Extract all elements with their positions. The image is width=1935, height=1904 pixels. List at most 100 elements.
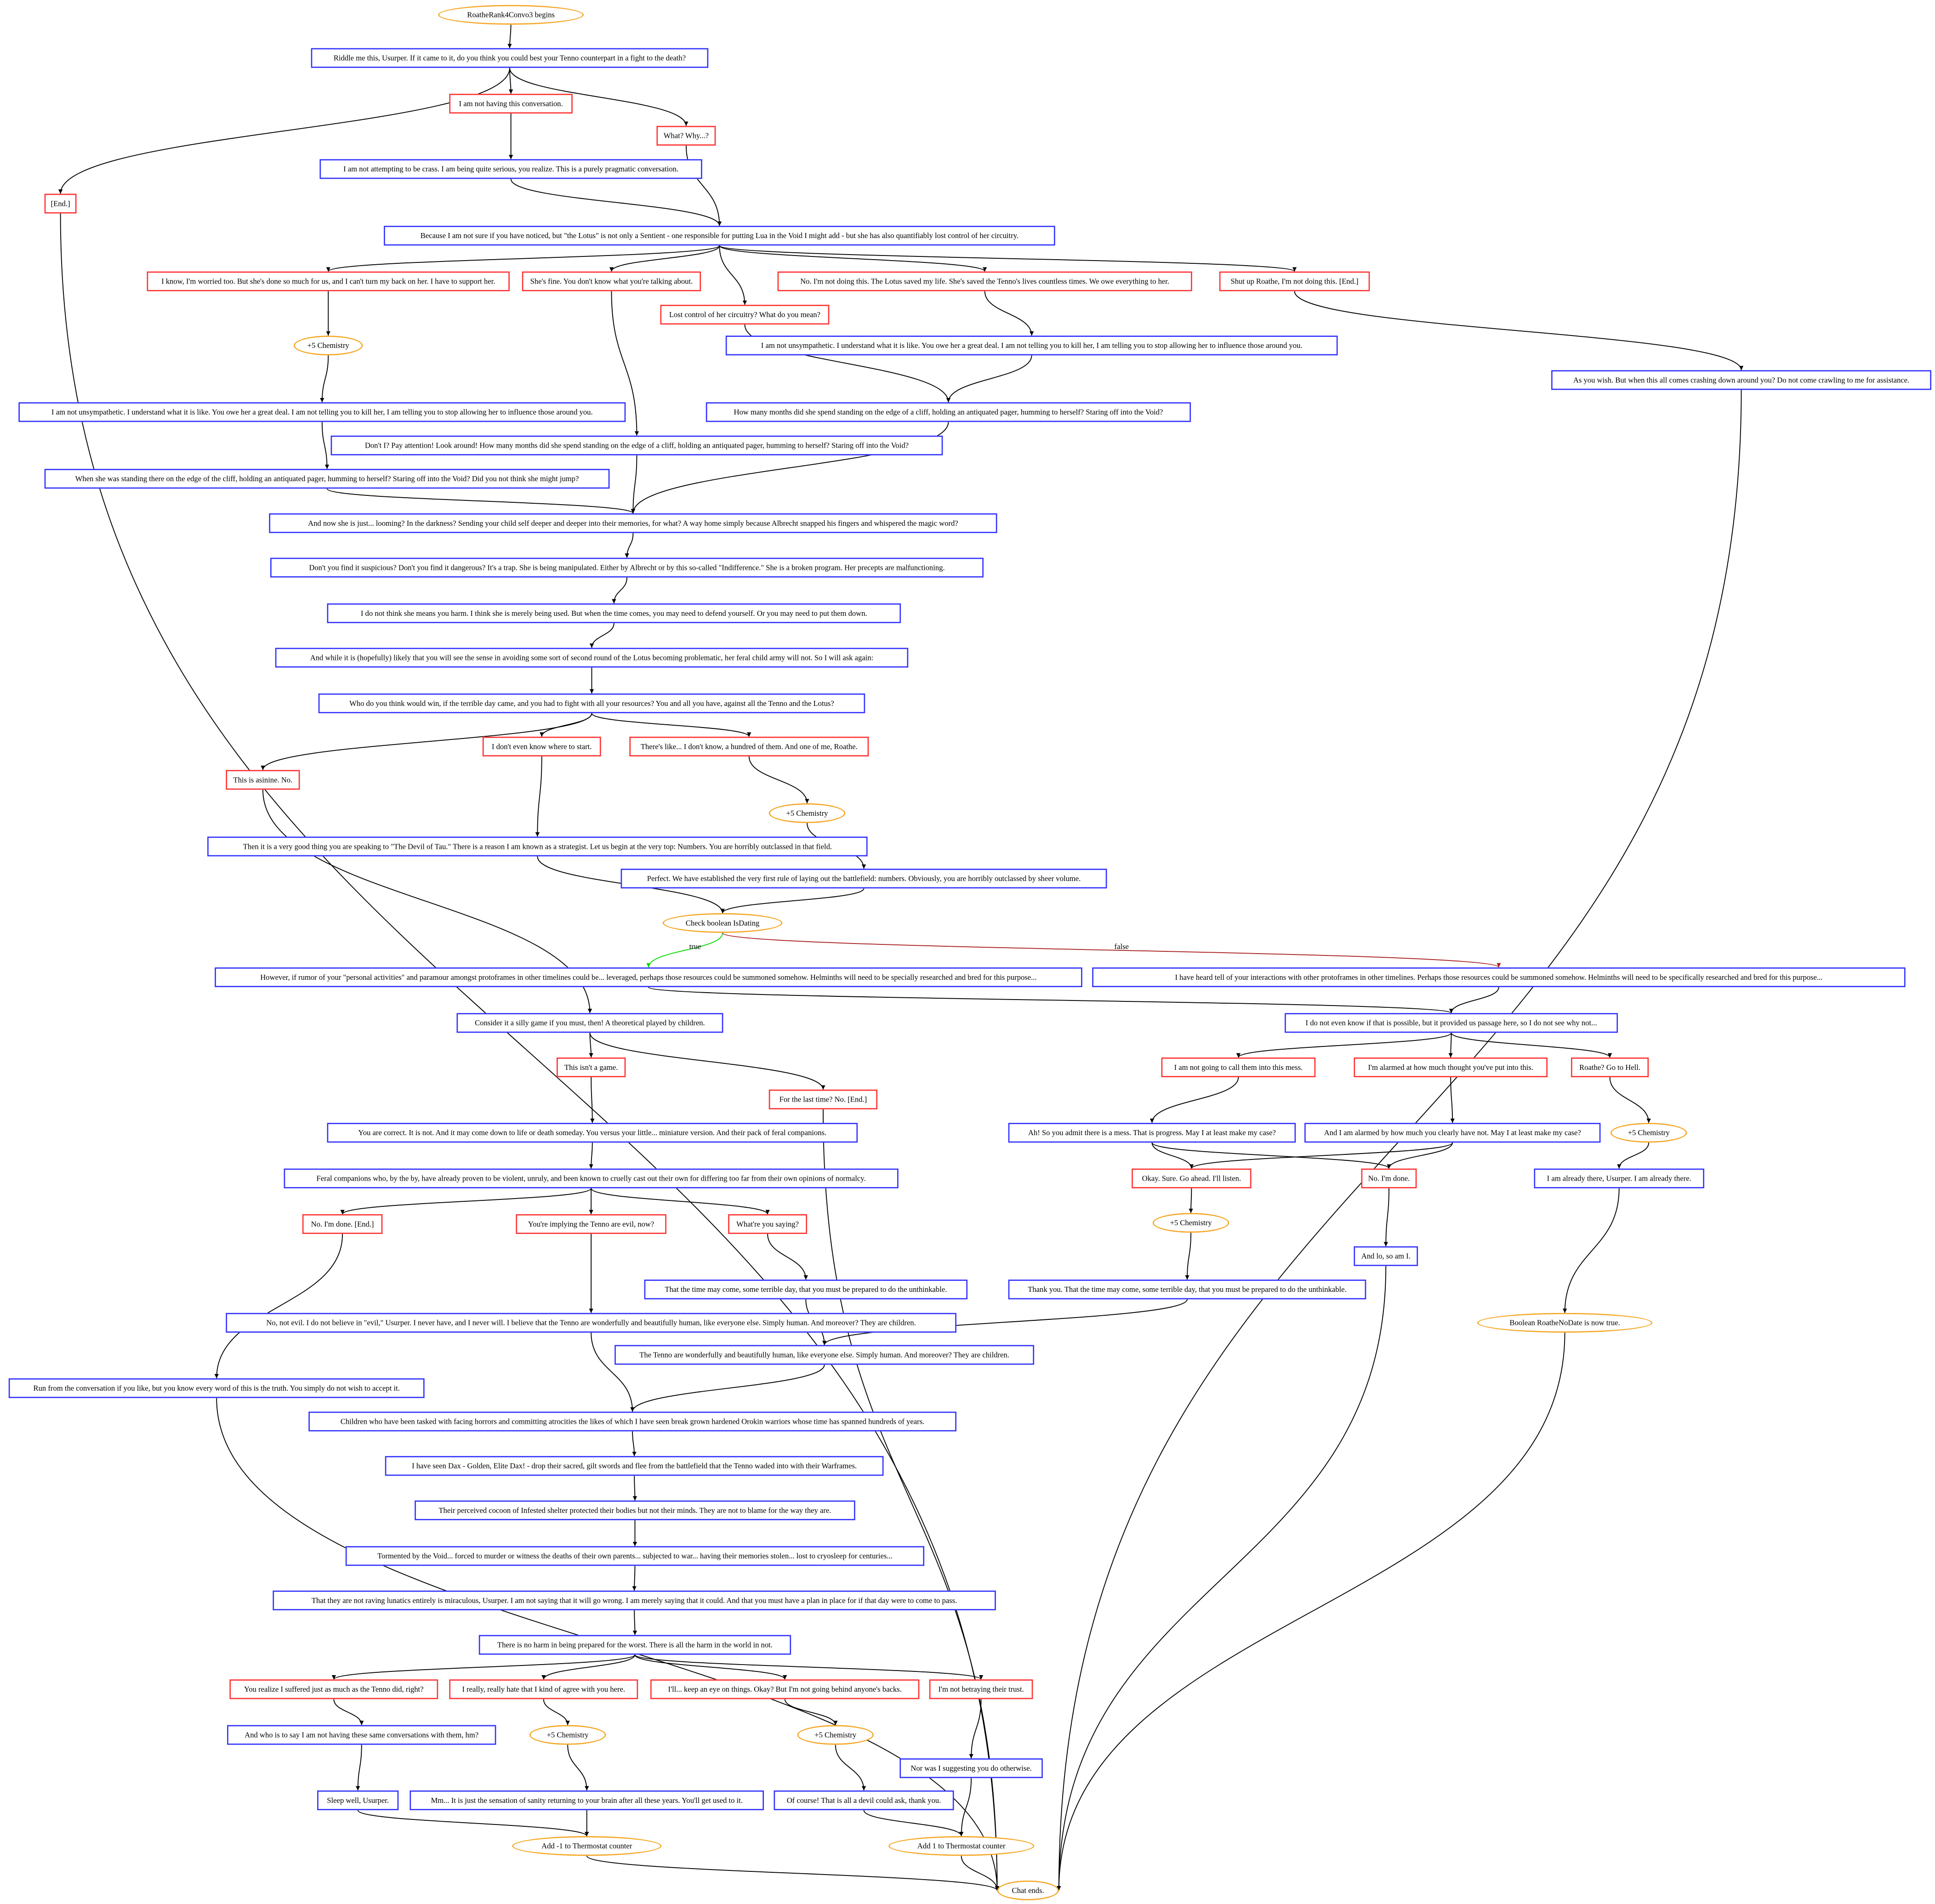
event-node: Add -1 to Thermostat counter: [512, 1836, 662, 1856]
npc-line-node: There is no harm in being prepared for t…: [478, 1635, 791, 1655]
npc-line-node: And lo, so am I.: [1354, 1246, 1418, 1266]
player-choice-node: What? Why...?: [656, 125, 716, 146]
player-choice-node: Shut up Roathe, I'm not doing this. [End…: [1219, 271, 1370, 291]
edge-arrow: [326, 488, 635, 514]
player-choice-node: No. I'm done.: [1361, 1168, 1417, 1188]
player-choice-node: What're you saying?: [728, 1214, 807, 1234]
event-node: Check boolean IsDating: [662, 913, 783, 933]
player-choice-node: [End.]: [44, 193, 77, 214]
edge-arrow: [333, 1699, 364, 1725]
edge-arrow: [767, 1233, 808, 1280]
event-node: Add 1 to Thermostat counter: [888, 1836, 1035, 1856]
edge-arrow: [625, 533, 634, 558]
edge-arrow: [720, 888, 865, 914]
edge-arrow: [685, 145, 722, 226]
npc-line-node: Riddle me this, Usurper. If it came to i…: [311, 48, 709, 68]
npc-line-node: Sleep well, Usurper.: [317, 1790, 399, 1810]
edge-arrow: [591, 713, 751, 737]
edge-arrow: [507, 24, 512, 48]
edge-arrow: [822, 1109, 1000, 1891]
edge-arrow: [1450, 1077, 1455, 1123]
player-choice-node: This isn't a game.: [556, 1057, 626, 1078]
edge-arrow: [1449, 987, 1499, 1013]
npc-line-node: Feral companions who, by the by, have al…: [284, 1168, 899, 1188]
edge-arrow: [541, 1654, 636, 1680]
player-choice-node: Lost control of her circuitry? What do y…: [660, 305, 830, 325]
edge-arrow: [722, 932, 1501, 968]
edge-arrow: [543, 1699, 570, 1725]
edge-arrow: [1151, 1142, 1391, 1169]
edge-arrow: [1150, 1077, 1239, 1123]
player-choice-node: You're implying the Tenno are evil, now?: [516, 1214, 666, 1234]
npc-line-node: I have seen Dax - Golden, Elite Dax! - d…: [385, 1456, 884, 1476]
player-choice-node: Okay. Sure. Go ahead. I'll listen.: [1132, 1168, 1252, 1188]
edge-arrow: [632, 1566, 637, 1591]
edge-arrow: [340, 1188, 592, 1215]
event-node: +5 Chemistry: [768, 803, 846, 823]
npc-line-node: That the time may come, some terrible da…: [644, 1279, 968, 1300]
player-choice-node: No. I'm done. [End.]: [302, 1214, 383, 1234]
player-choice-node: There's like... I don't know, a hundred …: [629, 736, 869, 756]
edge-arrow: [609, 245, 720, 272]
player-choice-node: I am not having this conversation.: [449, 94, 573, 114]
edge-arrow: [634, 1654, 787, 1680]
npc-line-node: As you wish. But when this all comes cra…: [1551, 370, 1932, 390]
npc-line-node: Thank you. That the time may come, some …: [1008, 1279, 1366, 1300]
npc-line-node: Ah! So you admit there is a mess. That i…: [1008, 1123, 1296, 1143]
edge-arrow: [357, 1810, 589, 1836]
edge-arrow: [567, 1745, 589, 1790]
event-node: +5 Chemistry: [294, 335, 363, 356]
player-choice-node: No. I'm not doing this. The Lotus saved …: [777, 271, 1192, 291]
player-choice-node: Roathe? Go to Hell.: [1571, 1057, 1649, 1078]
player-choice-node: This is asinine. No.: [226, 770, 300, 790]
npc-line-node: I am already there, Usurper. I am alread…: [1534, 1168, 1704, 1188]
edge-arrow: [1057, 1266, 1387, 1891]
edge-arrow: [355, 1745, 362, 1790]
edge-arrow: [632, 1476, 637, 1500]
edge-arrow: [748, 756, 809, 803]
npc-line-node: No, not evil. I do not believe in "evil,…: [226, 1313, 956, 1333]
player-choice-node: I don't even know where to start.: [482, 736, 601, 756]
npc-line-node: Because I am not sure if you have notice…: [384, 226, 1055, 246]
edge-arrow: [612, 577, 627, 603]
edge-arrow: [535, 756, 542, 837]
edge-arrow: [510, 179, 722, 226]
edge-arrow: [1151, 1142, 1194, 1169]
edge-arrow: [984, 291, 1034, 336]
edge-arrow: [589, 1142, 593, 1169]
player-choice-node: I'll... keep an eye on things. Okay? But…: [650, 1679, 920, 1699]
edge-arrow: [591, 1188, 770, 1215]
edge-arrow: [631, 455, 637, 513]
edge-arrow: [326, 245, 720, 272]
edge-arrow: [589, 623, 615, 648]
player-choice-node: For the last time? No. [End.]: [768, 1089, 878, 1109]
edge-arrow: [509, 68, 689, 126]
edge-arrow: [632, 1431, 637, 1456]
edge-arrow: [60, 213, 1000, 1891]
edge-arrow: [630, 1364, 825, 1412]
edge-arrow: [1189, 1142, 1453, 1169]
npc-line-node: You are correct. It is not. And it may c…: [327, 1123, 858, 1143]
edge-arrow: [784, 1699, 838, 1725]
player-choice-node: I'm alarmed at how much thought you've p…: [1354, 1057, 1548, 1078]
edge-arrow: [1185, 1233, 1191, 1280]
npc-line-node: And who is to say I am not having these …: [227, 1725, 496, 1745]
edge-arrow: [1387, 1142, 1453, 1169]
npc-line-node: I am not unsympathetic. I understand wha…: [18, 402, 626, 422]
event-node: RoatheRank4Convo3 begins: [438, 5, 584, 25]
npc-line-node: How many months did she spend standing o…: [706, 402, 1191, 422]
npc-line-node: I am not attempting to be crass. I am be…: [319, 159, 702, 179]
edge-arrow: [586, 1855, 999, 1891]
edge-arrow: [58, 68, 510, 194]
edge-arrow: [1236, 1032, 1452, 1058]
edge-arrow: [961, 1856, 1000, 1891]
event-node: +5 Chemistry: [1610, 1123, 1687, 1143]
edge-arrow: [589, 1033, 825, 1090]
edge-arrow: [634, 1654, 984, 1680]
edge-label-false: false: [1114, 943, 1129, 952]
event-node: +5 Chemistry: [1152, 1213, 1229, 1233]
npc-line-node: Mm... It is just the sensation of sanity…: [410, 1790, 764, 1810]
edge-arrow: [331, 1654, 636, 1680]
edge-arrow: [1383, 1188, 1389, 1246]
npc-line-node: When she was standing there on the edge …: [44, 469, 610, 489]
